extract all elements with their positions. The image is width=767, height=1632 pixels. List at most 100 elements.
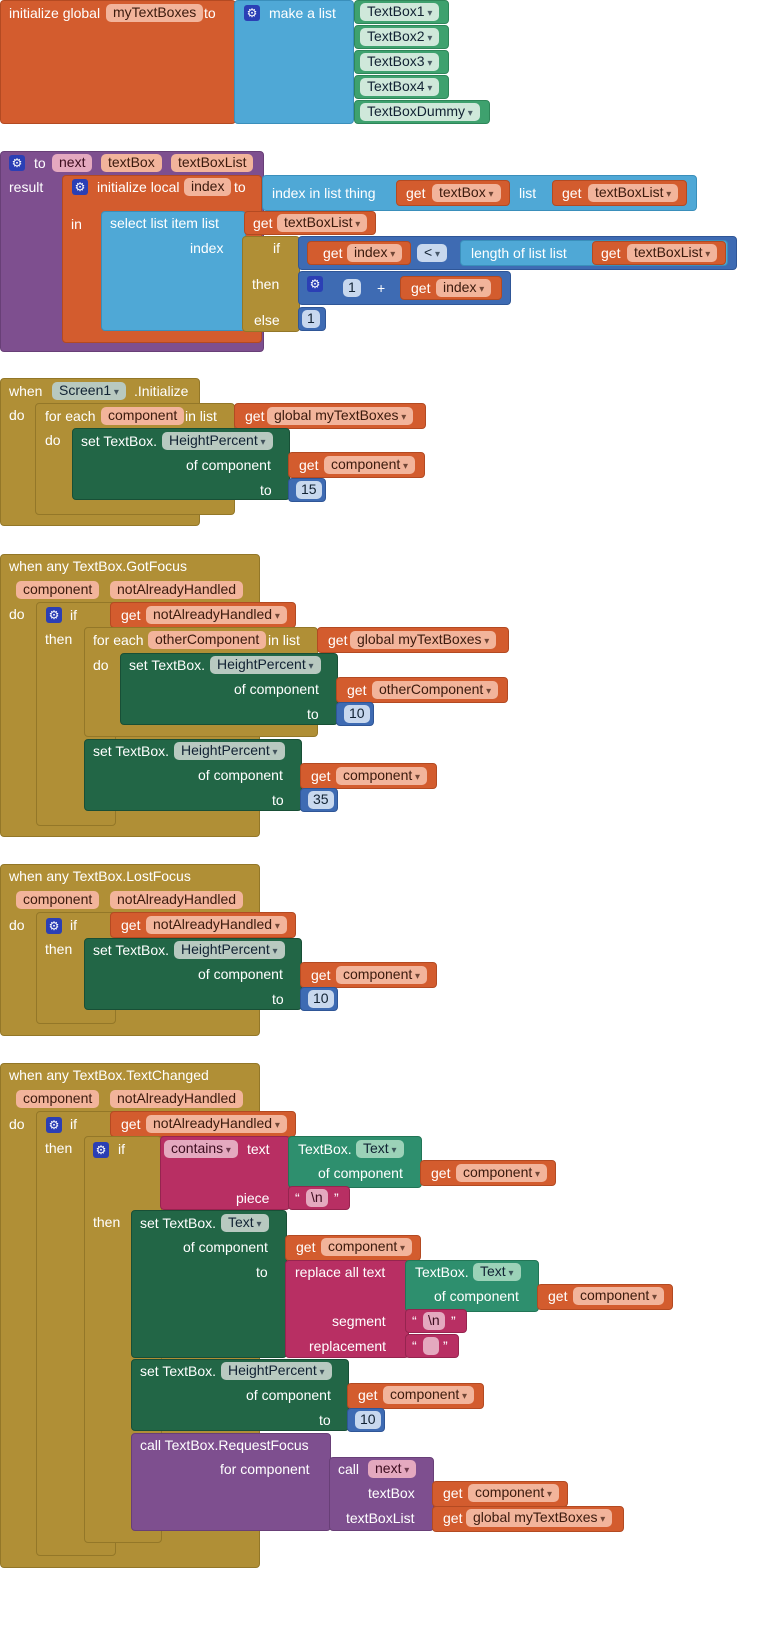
- component-dropdown[interactable]: TextBoxDummy: [360, 103, 480, 121]
- param-notalreadyhandled[interactable]: notAlreadyHandled: [110, 581, 244, 599]
- empty-string-value[interactable]: [423, 1337, 439, 1355]
- var-dropdown[interactable]: global myTextBoxes: [267, 407, 414, 425]
- call-label: call: [338, 1461, 360, 1477]
- number-value[interactable]: 35: [308, 791, 334, 809]
- set-label: set TextBox.: [140, 1363, 217, 1379]
- list-label: list: [519, 185, 537, 201]
- operator-dropdown[interactable]: <: [417, 244, 447, 262]
- mutator-gear-icon[interactable]: ⚙: [46, 1117, 62, 1133]
- var-dropdown[interactable]: component: [336, 966, 428, 984]
- event-title: when any TextBox.GotFocus: [9, 558, 187, 574]
- procedure-name[interactable]: next: [52, 154, 93, 172]
- var-dropdown[interactable]: global myTextBoxes: [466, 1509, 613, 1527]
- call-next-block[interactable]: [329, 1457, 434, 1531]
- set-label: set TextBox.: [140, 1215, 217, 1231]
- property-dropdown[interactable]: HeightPercent: [162, 432, 273, 450]
- var-dropdown[interactable]: index: [436, 279, 492, 297]
- var-dropdown[interactable]: textBoxList: [277, 214, 368, 232]
- segment-label: segment: [332, 1313, 386, 1329]
- global-var-name[interactable]: myTextBoxes: [106, 4, 204, 22]
- mutator-gear-icon[interactable]: ⚙: [244, 5, 260, 21]
- loop-var[interactable]: otherComponent: [148, 631, 267, 649]
- string-value[interactable]: \n: [423, 1312, 445, 1330]
- property-dropdown[interactable]: HeightPercent: [174, 742, 285, 760]
- local-var-name[interactable]: index: [184, 178, 232, 196]
- property-dropdown[interactable]: Text: [221, 1214, 269, 1232]
- select-list-item-block[interactable]: [101, 211, 246, 331]
- property-dropdown[interactable]: Text: [356, 1140, 404, 1158]
- param-textboxlist[interactable]: textBoxList: [171, 154, 254, 172]
- param-textbox[interactable]: textBox: [101, 154, 162, 172]
- component-dropdown[interactable]: TextBox2: [360, 28, 440, 46]
- of-component-label: of component: [318, 1165, 403, 1181]
- var-dropdown[interactable]: textBoxList: [627, 244, 718, 262]
- procedure-dropdown[interactable]: next: [368, 1460, 417, 1478]
- param-notalreadyhandled[interactable]: notAlreadyHandled: [110, 1090, 244, 1108]
- property-dropdown[interactable]: Text: [473, 1263, 521, 1281]
- then-label: then: [45, 631, 73, 647]
- number-value[interactable]: 10: [344, 705, 370, 723]
- var-dropdown[interactable]: component: [336, 767, 428, 785]
- var-dropdown[interactable]: component: [573, 1287, 665, 1305]
- var-dropdown[interactable]: index: [347, 244, 403, 262]
- param-component[interactable]: component: [16, 891, 100, 909]
- var-dropdown[interactable]: component: [324, 456, 416, 474]
- property-dropdown[interactable]: HeightPercent: [174, 941, 285, 959]
- component-dropdown[interactable]: TextBox1: [360, 3, 440, 21]
- set-text-block[interactable]: [131, 1210, 287, 1358]
- index-label: index: [190, 240, 224, 256]
- mutator-gear-icon[interactable]: ⚙: [9, 155, 25, 171]
- property-dropdown[interactable]: HeightPercent: [221, 1362, 332, 1380]
- event-label: .Initialize: [134, 383, 189, 399]
- screen-dropdown[interactable]: Screen1: [52, 382, 126, 400]
- replace-all-block[interactable]: [285, 1260, 409, 1358]
- textbox-getter-label: TextBox.: [415, 1264, 469, 1280]
- var-dropdown[interactable]: component: [456, 1164, 548, 1182]
- in-list-label: in list: [268, 632, 300, 648]
- param-component[interactable]: component: [16, 1090, 100, 1108]
- mutator-gear-icon[interactable]: ⚙: [93, 1142, 109, 1158]
- var-dropdown[interactable]: notAlreadyHandled: [146, 916, 287, 934]
- var-dropdown[interactable]: global myTextBoxes: [350, 631, 497, 649]
- component-dropdown[interactable]: TextBox4: [360, 78, 440, 96]
- index-in-list-label: index in list thing: [272, 185, 376, 201]
- var-dropdown[interactable]: otherComponent: [372, 681, 499, 699]
- set-label: set TextBox.: [129, 657, 206, 673]
- mutator-gear-icon[interactable]: ⚙: [46, 607, 62, 623]
- result-label: result: [9, 179, 44, 195]
- var-dropdown[interactable]: notAlreadyHandled: [146, 1115, 287, 1133]
- param-component[interactable]: component: [16, 581, 100, 599]
- to-label: to: [204, 5, 216, 21]
- number-value[interactable]: 10: [308, 990, 334, 1008]
- number-value[interactable]: 10: [355, 1411, 381, 1429]
- get-label: get: [311, 967, 331, 983]
- var-dropdown[interactable]: textBoxList: [588, 184, 679, 202]
- param-notalreadyhandled[interactable]: notAlreadyHandled: [110, 891, 244, 909]
- property-dropdown[interactable]: HeightPercent: [210, 656, 321, 674]
- string-value[interactable]: \n: [306, 1189, 328, 1207]
- number-value[interactable]: 15: [296, 481, 322, 499]
- number-one[interactable]: 1: [302, 310, 320, 328]
- mutator-gear-icon[interactable]: ⚙: [46, 918, 62, 934]
- for-component-label: for component: [220, 1461, 310, 1477]
- get-label: get: [562, 185, 582, 201]
- get-label: get: [323, 245, 343, 261]
- mutator-gear-icon[interactable]: ⚙: [307, 276, 323, 292]
- component-dropdown[interactable]: TextBox3: [360, 53, 440, 71]
- get-label: get: [121, 1116, 141, 1132]
- call-label: call TextBox.RequestFocus: [140, 1437, 309, 1453]
- in-list-label: in list: [185, 408, 217, 424]
- var-dropdown[interactable]: textBox: [432, 184, 501, 202]
- var-dropdown[interactable]: component: [383, 1386, 475, 1404]
- loop-var[interactable]: component: [101, 407, 185, 425]
- quote-open: “: [412, 1313, 417, 1329]
- var-dropdown[interactable]: notAlreadyHandled: [146, 606, 287, 624]
- of-component-label: of component: [198, 767, 283, 783]
- of-component-label: of component: [198, 966, 283, 982]
- var-dropdown[interactable]: component: [468, 1484, 560, 1502]
- var-dropdown[interactable]: component: [321, 1238, 413, 1256]
- mutator-gear-icon[interactable]: ⚙: [72, 179, 88, 195]
- text-label: text: [247, 1141, 270, 1157]
- number-one[interactable]: 1: [343, 279, 361, 297]
- contains-dropdown[interactable]: contains: [164, 1140, 238, 1158]
